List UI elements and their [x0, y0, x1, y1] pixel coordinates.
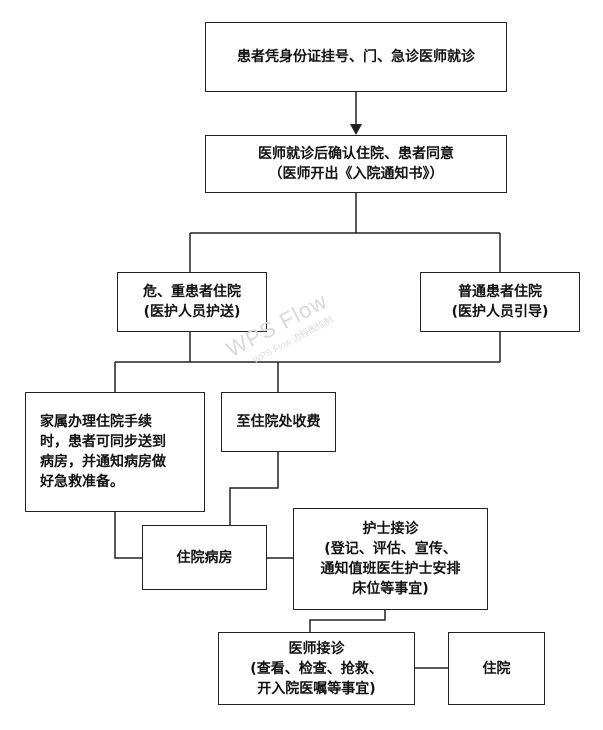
node-family-procedures-line-2: 时，患者可同步送到	[40, 434, 166, 450]
node-registration-line-1: 患者凭身份证挂号、门、急诊医师就诊	[237, 49, 475, 65]
node-family-procedures-line-3: 病房，并通知病房做	[40, 454, 166, 470]
node-nurse-reception-line-2: (登记、评估、宣传、	[324, 541, 457, 557]
node-normal-admission-line-2: (医护人员引导)	[451, 304, 549, 320]
node-critical-admission-line-2: (医护人员护送)	[143, 304, 241, 320]
node-family-procedures: 家属办理住院手续 时，患者可同步送到 病房，并通知病房做 好急救准备。	[25, 392, 205, 512]
connector-nurse-doctor	[309, 610, 386, 632]
arrowhead-confirm	[350, 124, 362, 135]
node-confirm-admission: 医师就诊后确认住院、患者同意 （医师开出《入院通知书》）	[205, 135, 507, 193]
node-nurse-reception-line-1: 护士接诊	[362, 521, 419, 537]
node-family-procedures-line-4: 好急救准备。	[40, 474, 124, 490]
node-hospitalized: 住院	[448, 632, 545, 705]
node-family-procedures-line-1: 家属办理住院手续	[40, 414, 152, 430]
node-critical-admission-line-1: 危、重患者住院	[143, 284, 241, 300]
node-doctor-reception: 医师接诊 (查看、检查、抢救、 开入院医嘱等事宜)	[218, 632, 415, 705]
node-normal-admission-line-1: 普通患者住院	[458, 284, 542, 300]
connector-family-ward	[114, 512, 142, 559]
node-nurse-reception-line-4: 床位等事宜)	[352, 581, 429, 597]
node-doctor-reception-line-2: (查看、检查、抢救、	[250, 660, 383, 677]
node-nurse-reception-line-3: 通知值班医生护士安排	[320, 561, 461, 577]
node-doctor-reception-line-1: 医师接诊	[288, 640, 345, 657]
node-hospitalized-line-1: 住院	[482, 660, 511, 677]
node-confirm-admission-line-2: （医师开出《入院通知书》）	[268, 166, 444, 182]
node-ward: 住院病房	[142, 525, 267, 590]
node-critical-admission: 危、重患者住院 (医护人员护送)	[117, 272, 267, 332]
node-cashier-line-1: 至住院处收费	[236, 414, 321, 430]
node-confirm-admission-line-1: 医师就诊后确认住院、患者同意	[258, 146, 454, 162]
node-doctor-reception-line-3: 开入院医嘱等事宜)	[257, 680, 376, 697]
node-nurse-reception: 护士接诊 (登记、评估、宣传、 通知值班医生护士安排 床位等事宜)	[293, 508, 488, 610]
connector-cashier-ward	[229, 452, 279, 525]
node-cashier: 至住院处收费	[221, 392, 336, 452]
node-normal-admission: 普通患者住院 (医护人员引导)	[420, 272, 580, 332]
node-ward-line-1: 住院病房	[176, 549, 233, 566]
node-registration: 患者凭身份证挂号、门、急诊医师就诊	[205, 22, 507, 92]
